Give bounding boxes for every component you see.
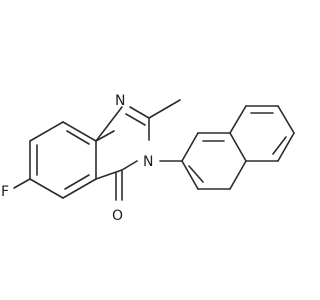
bond-naph-1 (181, 132, 199, 162)
bond-naph-6 (181, 160, 199, 190)
bond-c8a-c4a-inner (66, 130, 90, 145)
atom-n3-label: N (143, 154, 153, 170)
bond-c2-methyl (148, 99, 181, 119)
bond-n3-c4 (121, 160, 138, 171)
bond-c8a-c4a (62, 121, 97, 142)
bond-naph-9 (277, 105, 295, 134)
bond-c5-c6 (62, 178, 97, 199)
bond-c4-c8a (95, 169, 123, 180)
bond-naph-4 (229, 160, 247, 190)
bond-naph-7 (229, 105, 247, 134)
bond-naph-10 (277, 132, 295, 162)
bond-layer (13, 99, 295, 201)
atom-o-label: O (112, 208, 123, 224)
bond-naph-left-inner-2 (188, 165, 204, 183)
atom-label-layer: N N O F (1, 93, 153, 224)
atom-n1-label: N (115, 93, 125, 109)
bond-c6-c7 (29, 178, 64, 199)
atom-f-label: F (1, 184, 9, 200)
bond-c8-c8a-prev (29, 121, 64, 142)
bond-c5-c6-inner (64, 174, 90, 190)
bond-n1-c2-double (125, 113, 146, 126)
bond-c4a-n1 (95, 130, 115, 142)
bond-n1-c2 (129, 106, 150, 119)
bond-c6-f (13, 178, 31, 189)
bond-naph-right-inner-2 (272, 136, 287, 155)
bond-c2-n1-top (95, 106, 123, 142)
bond-naph-3 (229, 132, 247, 162)
chemical-structure-diagram: N N O F (1, 93, 295, 224)
